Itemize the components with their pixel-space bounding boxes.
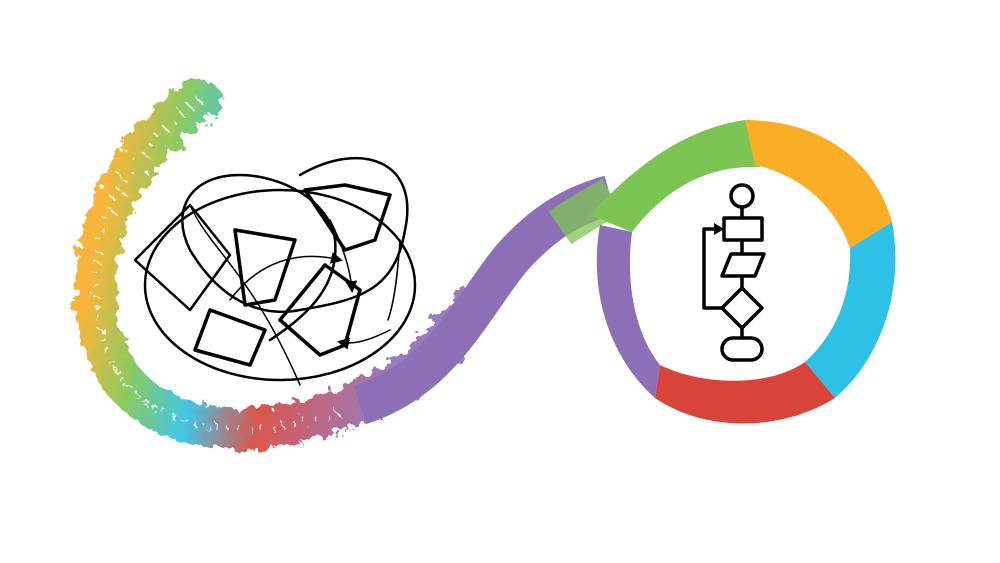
ring-segment-orange: [745, 120, 892, 248]
chaos-scribble-icon: [133, 156, 417, 386]
end-terminal: [720, 336, 764, 362]
cycle-ring: [590, 120, 896, 424]
loop-arrow: [702, 227, 722, 310]
ring-segment-purple: [596, 225, 660, 398]
flowchart-icon: [702, 183, 766, 362]
ring-segment-red: [655, 362, 835, 424]
input-parallelogram: [720, 252, 766, 278]
ring-segment-green: [590, 120, 760, 232]
ring-segment-cyan: [805, 222, 896, 398]
start-circle: [729, 183, 755, 209]
decision-diamond: [720, 286, 764, 330]
process-box: [722, 216, 764, 242]
